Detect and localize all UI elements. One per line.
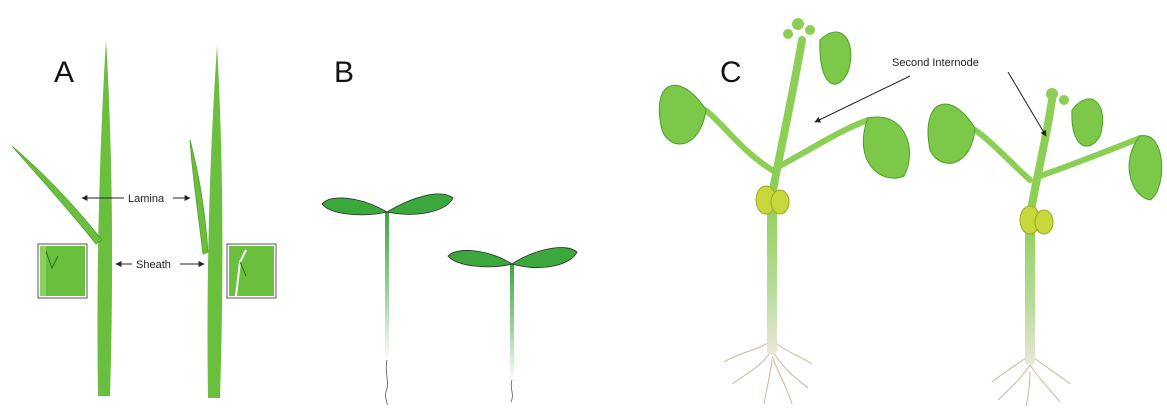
- panel-c-letter: C: [720, 56, 742, 89]
- panel-b: B: [322, 56, 577, 405]
- panel-a-letter: A: [54, 56, 74, 89]
- panel-b-letter: B: [334, 56, 354, 89]
- sheath-inset-right: [227, 244, 276, 298]
- cotyledon-right: [512, 248, 577, 268]
- bean-plant-left: [659, 18, 909, 404]
- lamina-label: Lamina: [128, 193, 165, 205]
- second-internode-label: Second Internode: [892, 57, 979, 69]
- grass-blade-right: [207, 46, 222, 398]
- seedling-tall: [322, 194, 453, 405]
- panel-c: C: [659, 18, 1161, 406]
- cotyledon-right: [387, 194, 453, 214]
- cotyledon-left: [322, 198, 387, 215]
- cotyledon-left: [448, 250, 512, 266]
- panel-a: A Lamina Sheath: [12, 40, 276, 398]
- internode-arrow-right: [1008, 72, 1046, 136]
- seedling-short: [448, 248, 577, 402]
- internode-arrow-left: [815, 76, 910, 122]
- sheath-inset-left: [38, 244, 87, 298]
- grass-blade-left: [97, 40, 112, 396]
- grass-lamina-left: [12, 146, 102, 244]
- grass-lamina-right: [190, 140, 208, 254]
- sheath-label: Sheath: [136, 259, 171, 271]
- bean-plant-right: [928, 88, 1162, 406]
